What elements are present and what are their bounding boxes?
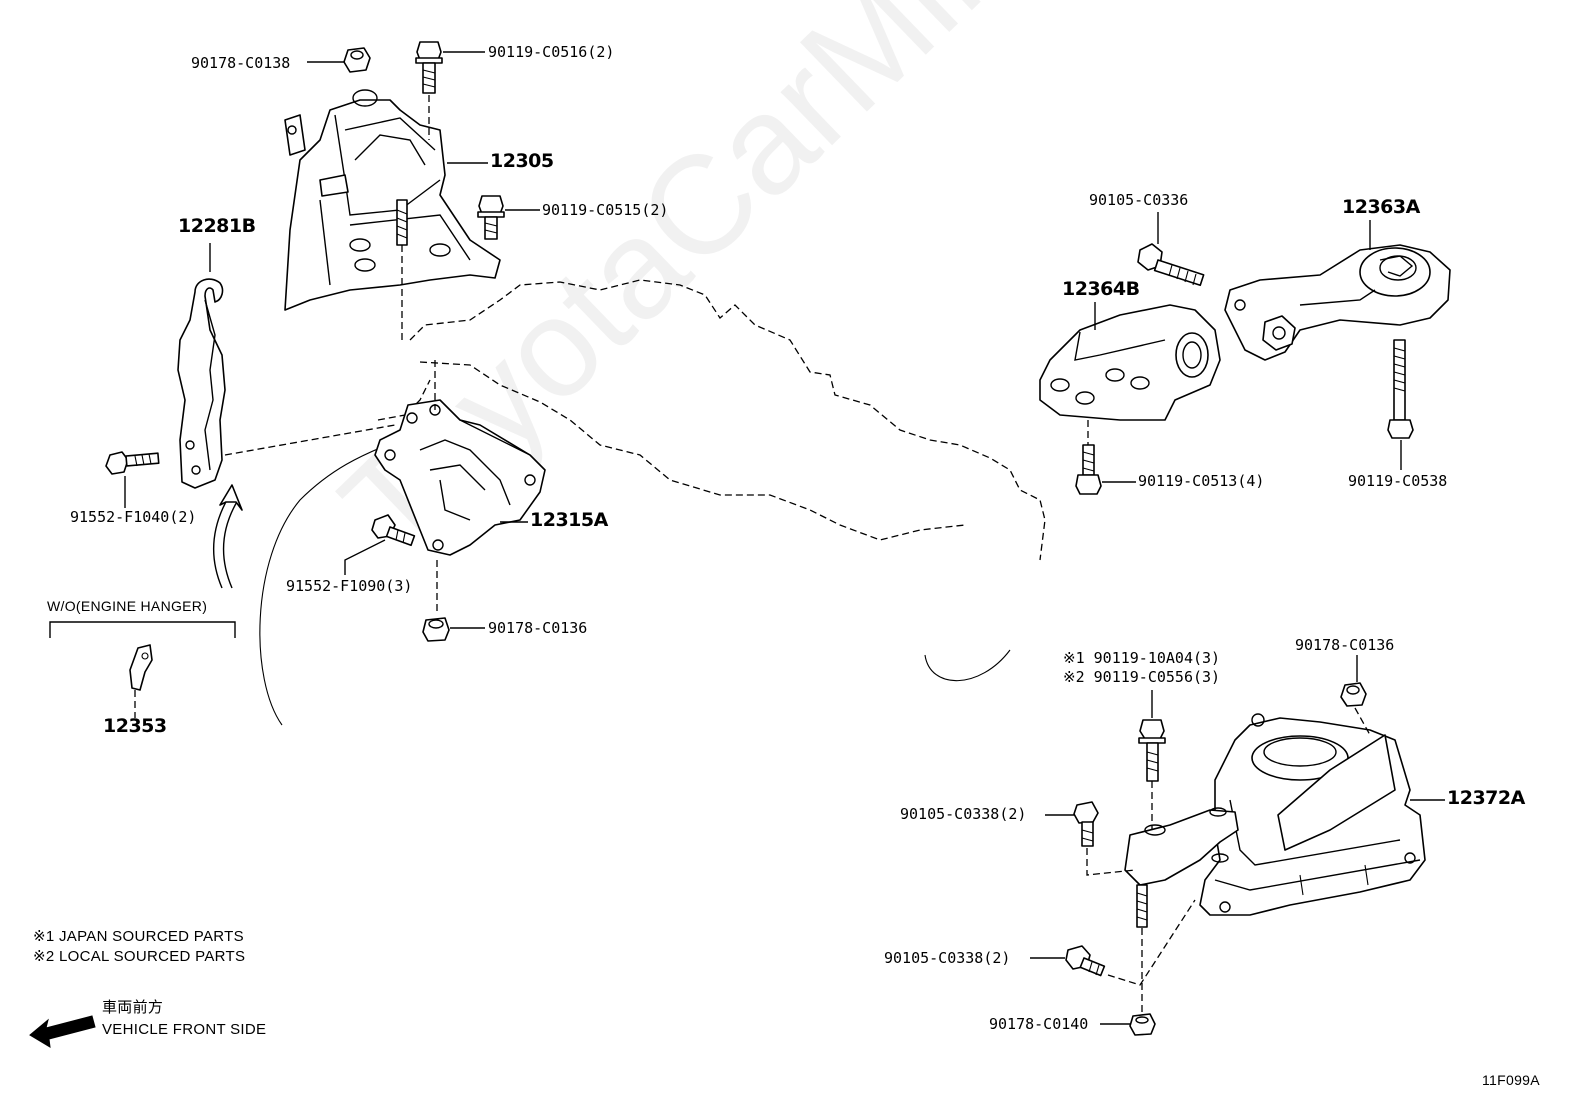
bolt-90119-c0513 — [1076, 445, 1101, 494]
stud-12305 — [397, 200, 407, 245]
label-90178-c0140: 90178-C0140 — [989, 1015, 1089, 1033]
label-12364b: 12364B — [1062, 278, 1140, 300]
bolt-91552-f1040 — [106, 452, 159, 474]
label-12281b: 12281B — [178, 215, 256, 237]
vehicle-front-arrow-icon — [30, 1016, 95, 1047]
legend-front-jp: 車両前方 — [102, 999, 164, 1016]
leader-c0136-right-down — [1355, 708, 1370, 735]
bolt-90105-c0338-lower — [1066, 946, 1104, 976]
leader-c0338-lower-diag — [1108, 900, 1195, 985]
nut-90178-c0140 — [1130, 1014, 1155, 1035]
label-90119-10a04: ※1 90119-10A04(3) — [1063, 649, 1221, 667]
bracket-12364b — [1040, 305, 1220, 420]
label-90105-c0338-lower: 90105-C0338(2) — [884, 949, 1011, 967]
bolt-90105-c0336 — [1138, 244, 1204, 285]
engine-hanger-12281b — [178, 279, 225, 488]
leader-c0338-upper-down — [1087, 848, 1135, 875]
leader-f1090 — [345, 540, 385, 575]
label-90119-c0515: 90119-C0515(2) — [542, 201, 669, 219]
label-90105-c0338-upper: 90105-C0338(2) — [900, 805, 1027, 823]
label-12363a: 12363A — [1342, 196, 1420, 218]
bolt-90119-c0516 — [416, 42, 442, 93]
label-90119-c0513: 90119-C0513(4) — [1138, 472, 1265, 490]
label-90178-c0138: 90178-C0138 — [191, 54, 291, 72]
engine-mount-12305 — [285, 90, 500, 310]
legend-front-en: VEHICLE FRONT SIDE — [102, 1021, 267, 1038]
nut-90178-c0136-right — [1341, 683, 1366, 706]
wo-arrow — [214, 485, 242, 588]
nut-90178-c0138 — [344, 48, 370, 72]
torque-rod-12363a — [1225, 245, 1450, 360]
bolt-90119-c0538 — [1388, 340, 1413, 438]
bolt-90119-c0515 — [478, 196, 504, 239]
legend-note-local: ※2 LOCAL SOURCED PARTS — [33, 948, 246, 965]
label-wo-engine-hanger: W/O(ENGINE HANGER) — [47, 598, 208, 614]
bolt-91552-f1090 — [372, 515, 414, 545]
legend-note-japan: ※1 JAPAN SOURCED PARTS — [33, 928, 244, 945]
mount-12372a — [1125, 714, 1425, 927]
label-90119-c0538: 90119-C0538 — [1348, 472, 1448, 490]
label-12372a: 12372A — [1447, 787, 1525, 809]
bolt-90119-10a04 — [1139, 720, 1165, 781]
leader-hanger-to-bracket — [225, 425, 395, 455]
label-90178-c0136-right: 90178-C0136 — [1295, 636, 1395, 654]
label-91552-f1040: 91552-F1040(2) — [70, 508, 197, 526]
engine-hanger-12353 — [130, 645, 152, 690]
engine-outline — [260, 280, 1045, 725]
nut-90178-c0136-left — [423, 618, 449, 641]
bracket-12315a — [375, 400, 545, 555]
figure-code: 11F099A — [1482, 1072, 1540, 1088]
label-90105-c0336: 90105-C0336 — [1089, 191, 1189, 209]
bolt-90105-c0338-upper — [1074, 802, 1098, 846]
label-90178-c0136-left: 90178-C0136 — [488, 619, 588, 637]
label-12305: 12305 — [490, 150, 554, 172]
label-12315a: 12315A — [530, 509, 608, 531]
label-12353: 12353 — [103, 715, 167, 737]
wo-bracket — [50, 622, 235, 638]
label-90119-c0556: ※2 90119-C0556(3) — [1063, 668, 1221, 686]
label-91552-f1090: 91552-F1090(3) — [286, 577, 413, 595]
label-90119-c0516: 90119-C0516(2) — [488, 43, 615, 61]
